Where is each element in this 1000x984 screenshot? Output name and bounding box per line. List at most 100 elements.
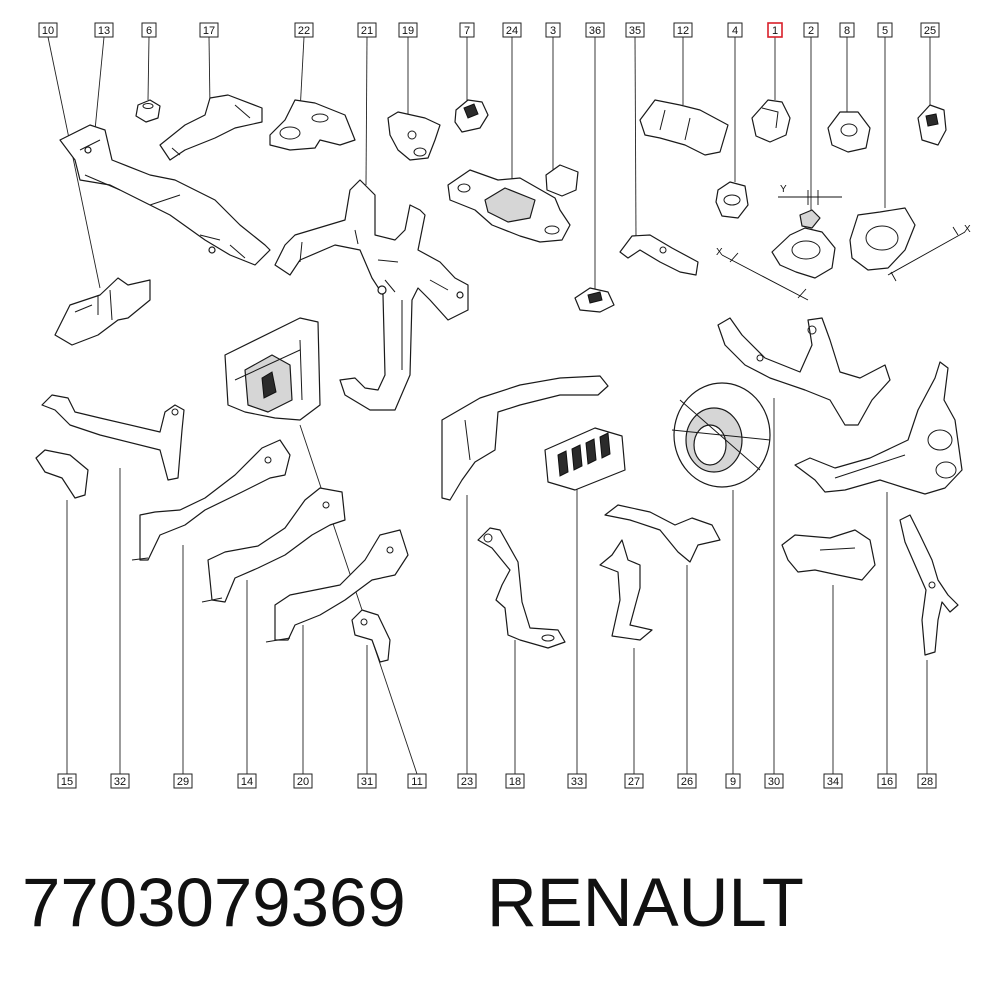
callout-24: 24 xyxy=(502,22,522,38)
callout-number: 17 xyxy=(203,25,215,37)
part-22-bracket xyxy=(269,99,356,151)
callout-number: 33 xyxy=(571,776,583,788)
callout-number: 14 xyxy=(241,776,253,788)
callout-7: 7 xyxy=(459,22,475,38)
callout-23: 23 xyxy=(457,773,477,789)
callout-box xyxy=(237,773,257,789)
leader-line xyxy=(208,36,211,109)
callout-21: 21 xyxy=(357,22,377,38)
callout-33: 33 xyxy=(567,773,587,789)
part-10-clip xyxy=(54,277,151,346)
callout-box xyxy=(625,22,645,38)
callout-4: 4 xyxy=(727,22,743,38)
callout-number: 2 xyxy=(808,25,814,37)
callout-box xyxy=(505,773,525,789)
part-5-holder xyxy=(849,207,916,271)
part-36-connector xyxy=(574,287,615,313)
callout-number: 15 xyxy=(61,776,73,788)
callout-number: 20 xyxy=(297,776,309,788)
callout-box xyxy=(585,22,605,38)
callout-box xyxy=(673,22,693,38)
part-11-box xyxy=(224,317,321,421)
part-33-connector xyxy=(544,427,626,491)
callout-box xyxy=(803,22,819,38)
callout-number: 32 xyxy=(114,776,126,788)
callout-number: 30 xyxy=(768,776,780,788)
callout-box xyxy=(38,22,58,38)
callout-number: 7 xyxy=(464,25,470,37)
callout-number: 23 xyxy=(461,776,473,788)
callout-box xyxy=(293,773,313,789)
callout-10: 10 xyxy=(38,22,58,38)
callout-number: 10 xyxy=(42,25,54,37)
dimension-labels: Y X X xyxy=(716,184,971,258)
part-8-clip xyxy=(827,111,871,153)
part-20-bracket xyxy=(265,529,409,643)
dim-label-x-left: X xyxy=(716,247,723,258)
callout-30: 30 xyxy=(764,773,784,789)
callout-box xyxy=(727,22,743,38)
callout-box xyxy=(725,773,741,789)
callout-number: 31 xyxy=(361,776,373,788)
part-32-bracket xyxy=(41,394,185,481)
callout-14: 14 xyxy=(237,773,257,789)
part-34-bracket xyxy=(781,529,876,581)
callout-27: 27 xyxy=(624,773,644,789)
part-4-plug xyxy=(715,181,749,219)
callout-box xyxy=(917,773,937,789)
dimension-marks xyxy=(721,190,966,301)
callout-number: 35 xyxy=(629,25,641,37)
callout-box xyxy=(823,773,843,789)
leader-line xyxy=(365,36,368,186)
dim-label-y: Y xyxy=(780,184,787,195)
callout-box xyxy=(567,773,587,789)
part-26-bracket xyxy=(604,504,721,563)
callout-box xyxy=(407,773,427,789)
callout-22: 22 xyxy=(294,22,314,38)
brand-name: RENAULT xyxy=(486,864,804,941)
leader-line xyxy=(147,36,150,101)
part-31-bracket xyxy=(351,609,391,663)
callout-17: 17 xyxy=(199,22,219,38)
part-drawings xyxy=(35,94,966,663)
leader-line xyxy=(47,36,101,289)
callout-number: 29 xyxy=(177,776,189,788)
callout-number: 16 xyxy=(881,776,893,788)
part-18-bracket xyxy=(477,527,566,649)
callout-number: 8 xyxy=(844,25,850,37)
callout-28: 28 xyxy=(917,773,937,789)
callout-2: 2 xyxy=(803,22,819,38)
callout-box xyxy=(502,22,522,38)
leader-line xyxy=(299,36,305,113)
callout-31: 31 xyxy=(357,773,377,789)
callout-29: 29 xyxy=(173,773,193,789)
callout-box xyxy=(398,22,418,38)
part-23-cover xyxy=(441,375,609,501)
callout-34: 34 xyxy=(823,773,843,789)
callout-36: 36 xyxy=(585,22,605,38)
callout-number: 6 xyxy=(146,25,152,37)
callout-number: 25 xyxy=(924,25,936,37)
callout-box xyxy=(764,773,784,789)
dim-label-x-right: X xyxy=(964,224,971,235)
part-24-plate xyxy=(447,169,571,243)
callout-box xyxy=(57,773,77,789)
part-19-bracket xyxy=(387,111,441,161)
callout-16: 16 xyxy=(877,773,897,789)
leader-line xyxy=(94,36,105,131)
callout-20: 20 xyxy=(293,773,313,789)
callout-15: 15 xyxy=(57,773,77,789)
callout-5: 5 xyxy=(877,22,893,38)
leader-line xyxy=(634,36,637,239)
part-29-bracket xyxy=(131,439,291,561)
callout-11: 11 xyxy=(407,773,427,789)
callout-box xyxy=(110,773,130,789)
part-7-clip xyxy=(454,99,489,133)
part-30-bracket xyxy=(717,317,891,426)
callout-number: 22 xyxy=(298,25,310,37)
callout-8: 8 xyxy=(839,22,855,38)
part-14-bracket xyxy=(201,487,346,603)
callout-number: 24 xyxy=(506,25,518,37)
